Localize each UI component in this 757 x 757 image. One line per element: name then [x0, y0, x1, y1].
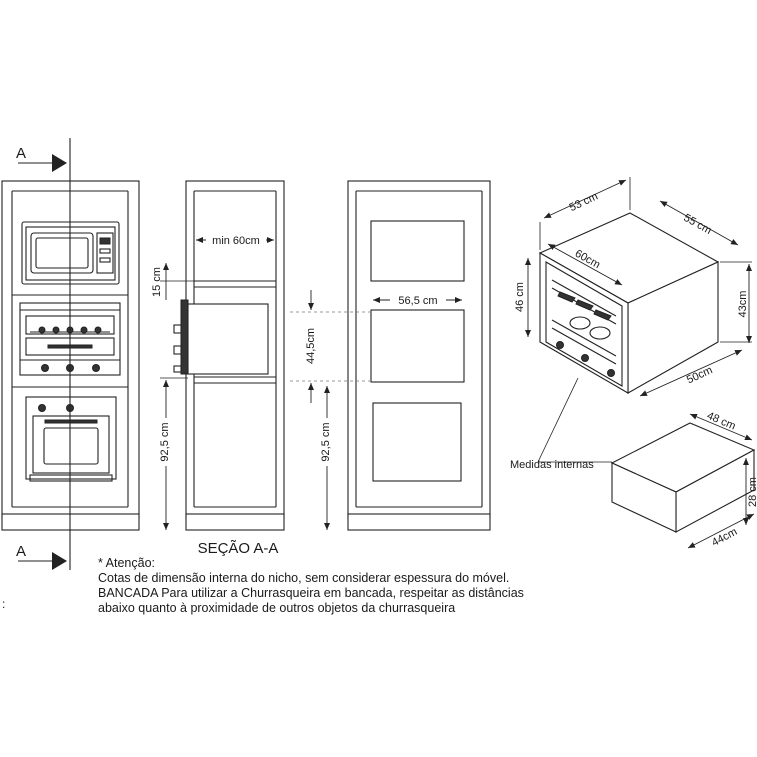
- dim-gap-top: 15 cm: [151, 267, 163, 297]
- section-marker-bottom: A: [16, 543, 26, 560]
- dim-internal-width: 48 cm: [705, 410, 737, 433]
- grill-side-icon: [173, 299, 269, 375]
- internal-label: Medidas internas: [510, 459, 594, 471]
- section-title: SEÇÃO A-A: [198, 540, 279, 557]
- dim-base-height-left: 92,5 cm: [159, 422, 171, 461]
- internal-volume-box: [610, 422, 756, 533]
- dim-internal-height: 28 cm: [747, 477, 757, 507]
- dim-side-depth: 55 cm: [681, 212, 713, 237]
- dim-base-height-right: 92,5 cm: [320, 422, 332, 461]
- grill-isometric-view: [538, 212, 720, 394]
- dim-niche-width: min 60cm: [212, 235, 260, 247]
- dim-niche-height: 44,5cm: [305, 328, 317, 364]
- note-line-3: abaixo quanto à proximidade de outros ob…: [98, 601, 456, 615]
- dim-front-height: 46 cm: [514, 282, 526, 312]
- oven-icon: [25, 396, 117, 482]
- section-marker-top: A: [16, 145, 26, 162]
- section-line: [18, 138, 71, 570]
- niche-front-view: [347, 180, 491, 531]
- dim-bottom-depth: 50cm: [685, 364, 714, 386]
- dim-top-depth: 53 cm: [568, 191, 600, 215]
- dim-niche-width-front: 56,5 cm: [398, 295, 437, 307]
- dim-side-height: 43cm: [737, 291, 749, 318]
- note-title: * Atenção:: [98, 556, 155, 570]
- stray-mark: :: [2, 597, 6, 611]
- attention-note: * Atenção: Cotas de dimensão interna do …: [98, 556, 618, 616]
- note-line-2: BANCADA Para utilizar a Churrasqueira em…: [98, 586, 524, 600]
- note-line-1: Cotas de dimensão interna do nicho, sem …: [98, 571, 510, 585]
